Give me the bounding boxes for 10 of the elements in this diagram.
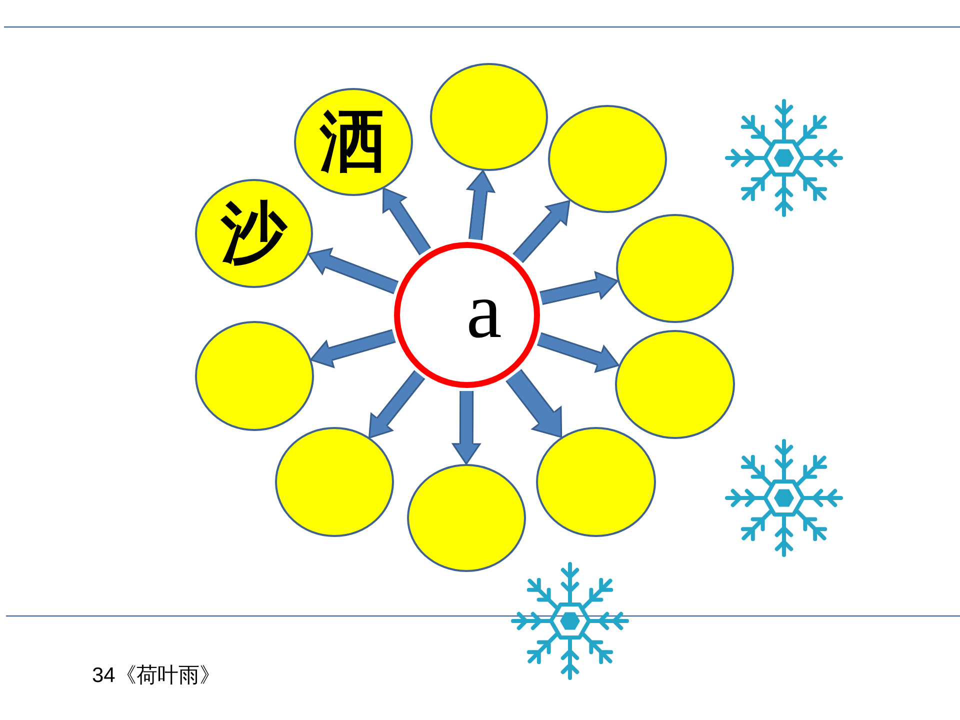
- arrow: [308, 329, 396, 368]
- arrow: [536, 332, 621, 373]
- letter-circle: a: [394, 242, 540, 388]
- arrow: [306, 247, 399, 294]
- character-circle: 沙: [195, 178, 313, 288]
- arrow: [466, 170, 496, 240]
- arrow: [540, 271, 620, 306]
- footer-text: 34《荷叶雨》: [92, 663, 220, 689]
- arrow: [452, 390, 481, 465]
- character-circle: 洒: [294, 88, 412, 196]
